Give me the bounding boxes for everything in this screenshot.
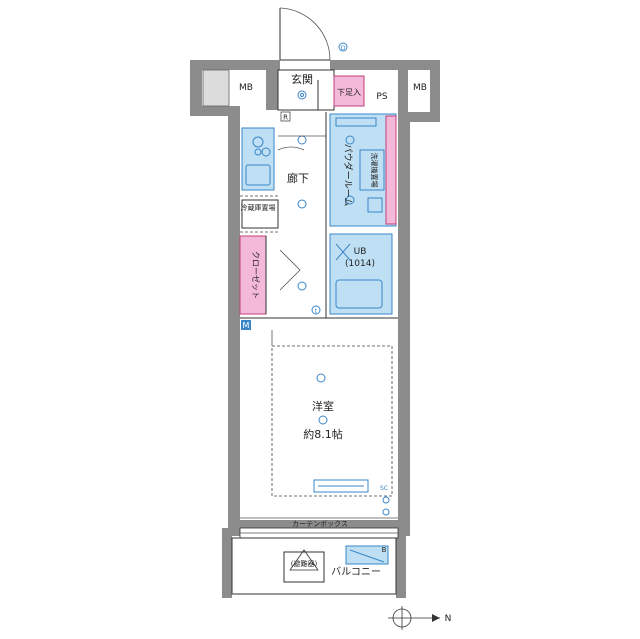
room-light2-icon bbox=[318, 415, 328, 425]
exterior-walls bbox=[190, 60, 440, 598]
laundry-label: 洗濯機置場 bbox=[370, 153, 379, 188]
emergency-hatch-icon bbox=[289, 549, 319, 571]
outlet2-icon bbox=[382, 508, 390, 516]
b-mark: B bbox=[382, 546, 387, 554]
shoe-box-label: 下足入 bbox=[337, 88, 361, 97]
closet-area-light-icon bbox=[297, 281, 307, 291]
curtain-box-label: カーテンボックス bbox=[292, 520, 348, 528]
entrance-label: 玄関 bbox=[291, 72, 313, 86]
western-room-floor bbox=[271, 345, 393, 497]
fridge-label: 冷蔵庫置場 bbox=[241, 203, 276, 212]
sc-mark: SC bbox=[380, 485, 388, 492]
closet-label: クローゼット bbox=[251, 251, 261, 299]
balcony-label: バルコニー bbox=[331, 566, 381, 578]
ceiling-light-icon bbox=[297, 90, 307, 100]
entrance-door bbox=[279, 7, 331, 61]
unit-bath-label: UB bbox=[354, 247, 367, 257]
unit-bath bbox=[329, 233, 393, 315]
ps-label: PS bbox=[376, 92, 387, 102]
m-mark-box bbox=[241, 320, 251, 330]
north-arrow-icon bbox=[388, 606, 440, 630]
r-mark: R bbox=[283, 114, 288, 122]
kitchen bbox=[240, 127, 278, 197]
balcony-area bbox=[231, 537, 397, 595]
fridge-space bbox=[241, 199, 279, 229]
hallway-door-arc bbox=[277, 146, 305, 151]
hallway-light-icon bbox=[297, 135, 307, 145]
emergency-hatch-box bbox=[283, 551, 325, 583]
t-mark: t bbox=[315, 308, 318, 315]
ac-unit-icon bbox=[313, 479, 369, 493]
room-light-icon bbox=[316, 373, 326, 383]
mb-right-label: MB bbox=[413, 83, 427, 93]
mb-left-box bbox=[202, 69, 230, 107]
r-mark-box bbox=[280, 111, 291, 122]
m-mark: M bbox=[243, 321, 250, 330]
western-room-label: 洋室 bbox=[312, 399, 334, 413]
ceiling-light-dot-icon bbox=[300, 93, 304, 97]
closet bbox=[239, 235, 267, 315]
western-room-size: 約8.1帖 bbox=[303, 427, 343, 441]
north-label: N bbox=[445, 614, 452, 624]
hallway-label: 廊下 bbox=[287, 171, 309, 185]
unit-bath-size: (1014) bbox=[345, 259, 375, 269]
t-mark-icon bbox=[311, 305, 321, 315]
mb-left-label: MB bbox=[239, 83, 253, 93]
shoe-box bbox=[333, 75, 365, 107]
emergency-hatch-label: (避難器) bbox=[291, 559, 318, 568]
hallway-light2-icon bbox=[297, 199, 307, 209]
outlet-icon bbox=[382, 496, 390, 504]
d-mark: D bbox=[341, 45, 346, 52]
closet-door-icon bbox=[279, 249, 301, 291]
outdoor-unit-icon bbox=[349, 549, 385, 563]
powder-room bbox=[329, 113, 397, 227]
powder-room-label: パウダールーム bbox=[342, 144, 354, 207]
d-mark-icon bbox=[338, 42, 348, 52]
